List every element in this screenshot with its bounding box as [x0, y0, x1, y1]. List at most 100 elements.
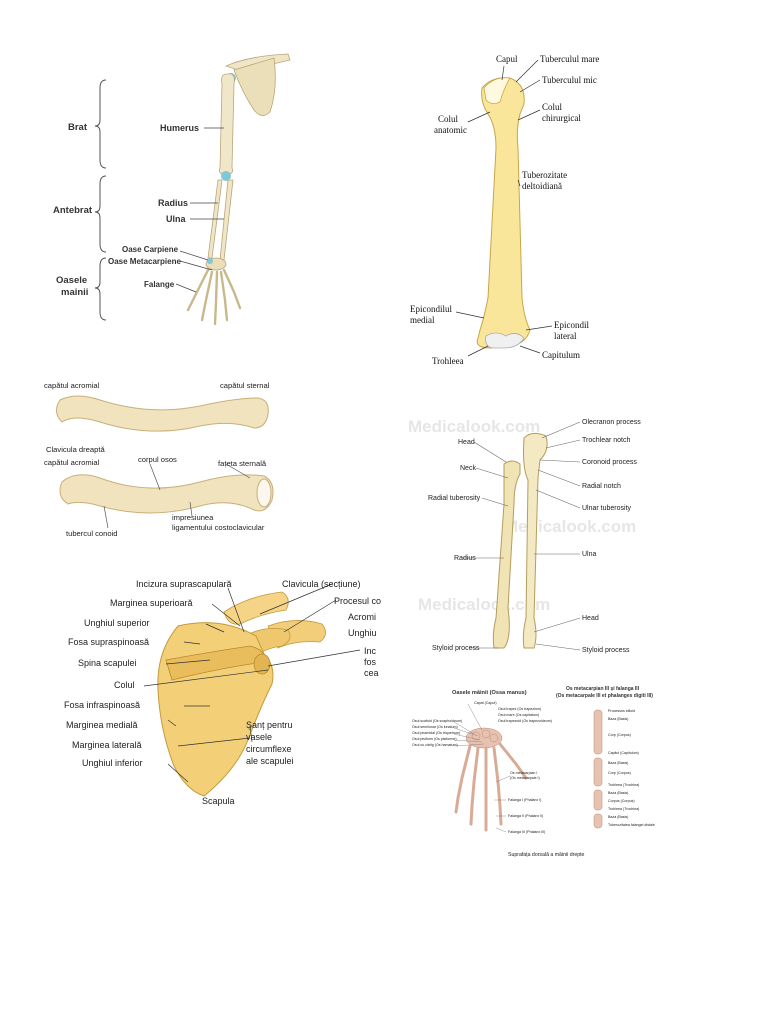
hand-label-mare: Osul mare (Os capitatum) [498, 713, 539, 717]
label-ulna-styloid: Styloid process [582, 647, 630, 654]
label-marginea-superioara: Marginea superioară [110, 598, 193, 608]
hand-label-falanga-3: Falanga III (Phalanx III) [508, 830, 545, 834]
hand-header-right-2: (Os metacarpale III et phalanges digiti … [556, 693, 653, 699]
label-marginea-mediala: Marginea medială [66, 720, 138, 730]
label-epicondil-lateral-1: Epicondil [554, 320, 589, 330]
label-tubercul-conoid: tubercul conoid [66, 529, 118, 538]
hand-label-metacarpian-1: Os metacarpian I [510, 771, 537, 775]
label-colul: Colul [114, 680, 135, 690]
hand-right-label-6: Corp (Corpus) [608, 771, 631, 775]
hand-label-capat: Capat (Caput) [474, 701, 497, 705]
hand-label-scafoid: Osul scafoid (Os scaphoideum) [412, 719, 462, 723]
label-colul-chirurgical-1: Colul [542, 102, 563, 112]
label-radial-tuberosity: Radial tuberosity [428, 495, 481, 502]
hand-right-label-11: Baza (Basis) [608, 815, 628, 819]
label-unghiul-superior: Unghiul superior [84, 618, 150, 628]
hand-label-metacarpian-2: (Os metacarpale I) [510, 776, 540, 780]
label-tuberozitate: Tuberozitate [522, 170, 567, 180]
hand-label-falanga-1: Falanga I (Phalanx I) [508, 798, 541, 802]
label-fateta-sternala: fațeta sternală [218, 459, 267, 468]
label-fosa-supraspinoasa: Fosa supraspinoasă [68, 637, 149, 647]
hand-label-semilunar: Osul semilunar (Os lunatum) [412, 725, 458, 729]
arm-skeleton-figure: Brat Antebrat Oasele mainii [48, 48, 348, 328]
region-label-mainii: mainii [61, 287, 88, 298]
hand-header-right-1: Os metacarpian III și falanga III [566, 686, 640, 692]
label-deltoidiana: deltoidiană [522, 181, 562, 191]
label-oase-carpiene: Oase Carpiene [122, 245, 179, 254]
region-label-antebrat: Antebrat [53, 205, 93, 216]
hand-label-trapezoid: Osul trapezoid (Os trapezoideum) [498, 719, 552, 723]
label-scapula: Scapula [202, 796, 235, 806]
label-fosa-infraspinoasa: Fosa infraspinoasă [64, 700, 140, 710]
hand-title: Oasele mâinii (Ossa manus) [452, 690, 527, 696]
label-radius-styloid: Styloid process [432, 645, 480, 652]
label-marginea-laterala: Marginea laterală [72, 740, 142, 750]
region-label-brat: Brat [68, 122, 88, 133]
hand-caption: Suprafața dorsală a mâinii drepte [508, 852, 585, 858]
hand-right-label-12: Tuberozitatea falangei distale [608, 823, 655, 827]
label-epicondilul-medial-2: medial [410, 315, 435, 325]
watermark-top: Medicalook.com [408, 417, 540, 436]
label-cavitatea: cea [364, 668, 379, 678]
label-colul-chirurgical-2: chirurgical [542, 113, 581, 123]
clavicle-figure: capătul acromial capătul sternal Clavicu… [40, 378, 280, 540]
watermark-middle: Medicalook.com [504, 517, 636, 536]
label-acromion: Acromi [348, 612, 376, 622]
label-capatul-sternal: capătul sternal [220, 381, 270, 390]
label-epicondilul-medial-1: Epicondilul [410, 304, 452, 314]
label-ligamentului-costoclavicular: ligamentului costoclavicular [172, 523, 265, 532]
label-spina-scapulei: Spina scapulei [78, 658, 137, 668]
label-radius-neck: Neck [460, 465, 476, 472]
forearm-figure: Medicalook.com Medicalook.com Medicalook… [400, 408, 650, 670]
label-epicondil-lateral-2: lateral [554, 331, 577, 341]
hand-right-label-5: Baza (Basis) [608, 761, 628, 765]
hand-right-label-2: Baza (Basis) [608, 717, 628, 721]
label-ale-scapulei: ale scapulei [246, 756, 294, 766]
label-tuberculul-mare: Tuberculul mare [540, 54, 599, 64]
label-capitulum: Capitulum [542, 350, 580, 360]
label-tuberculul-mic: Tuberculul mic [542, 75, 597, 85]
scapula-figure: Incizura suprascapulară Marginea superio… [60, 570, 384, 810]
hand-right-label-1: Processus stiloid [608, 709, 635, 713]
label-trohleea: Trohleea [432, 356, 464, 366]
label-trochlear-notch: Trochlear notch [582, 437, 630, 444]
hand-label-falanga-2: Falanga II (Phalanx II) [508, 814, 543, 818]
hand-label-carlig: Osul cu cârlig (Os hamatum) [412, 743, 458, 747]
label-unghiul-inferior: Unghiul inferior [82, 758, 143, 768]
label-radius-head: Head [458, 439, 475, 446]
hand-right-label-10: Trohleea (Trochlea) [608, 807, 639, 811]
label-oase-metacarpiene: Oase Metacarpiene [108, 257, 181, 266]
label-colul-anatomic-1: Colul [438, 114, 459, 124]
hand-right-label-7: Trohleea (Trochlea) [608, 783, 639, 787]
hand-right-label-4: Capitul (Capitulum) [608, 751, 639, 755]
hand-right-label-9: Corpus (Corpus) [608, 799, 635, 803]
label-fosa-glenoidala: fos [364, 657, 377, 667]
label-procesul-coracoid: Procesul co [334, 596, 381, 606]
label-corpul-osos: corpul osos [138, 455, 177, 464]
hand-right-label-3: Corp (Corpus) [608, 733, 631, 737]
label-ulnar-tuberosity: Ulnar tuberosity [582, 505, 632, 512]
label-radial-notch: Radial notch [582, 483, 621, 490]
hand-right-label-8: Baza (Basis) [608, 791, 628, 795]
hand-label-piramidal: Osul piramidal (Os triquetrum) [412, 731, 460, 735]
watermark-bottom: Medicalook.com [418, 595, 550, 614]
label-unghiul-lateral: Unghiu [348, 628, 377, 638]
label-radius: Radius [158, 198, 188, 208]
label-radius: Radius [454, 555, 476, 562]
label-ulna-head: Head [582, 615, 599, 622]
region-label-oasele: Oasele [56, 275, 87, 286]
label-ulna: Ulna [582, 551, 597, 558]
label-colul-anatomic-2: anatomic [434, 125, 467, 135]
label-clavicula-sectiune: Clavicula (secțiune) [282, 579, 361, 589]
hand-label-trapez: Osul trapez (Os trapezium) [498, 707, 541, 711]
hand-bones-figure: Oasele mâinii (Ossa manus) Os metacarpia… [398, 682, 688, 862]
hand-label-pisiform: Osul pisiform (Os pisiforme) [412, 737, 457, 741]
label-capatul-acromial-top: capătul acromial [44, 381, 100, 390]
label-coronoid: Coronoid process [582, 459, 637, 466]
label-incizura-suprascapulara: Incizura suprascapulară [136, 579, 232, 589]
label-vasele: vasele [246, 732, 272, 742]
label-humerus: Humerus [160, 123, 199, 133]
label-impresiunea: impresiunea [172, 513, 214, 522]
label-capatul-acromial-bottom: capătul acromial [44, 458, 100, 467]
label-sant-pentru: Șanț pentru [246, 720, 293, 730]
